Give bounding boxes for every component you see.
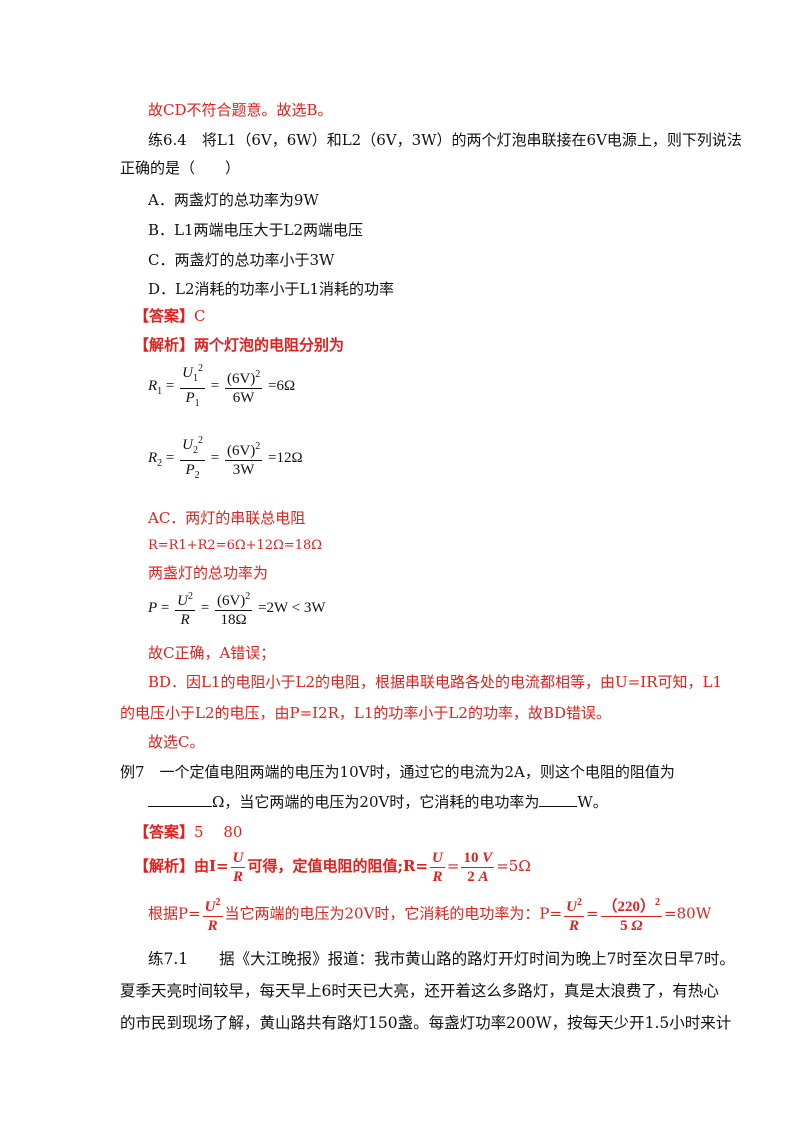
answer-row-7: 【答案】5 80 xyxy=(134,822,242,842)
option-d: D．L2消耗的功率小于L1消耗的功率 xyxy=(148,280,395,298)
bd-analysis-1: BD．因L1的电阻小于L2的电阻，根据串联电路各处的电流都相等，由U=IR可知，… xyxy=(148,673,722,691)
question-7-text: Ω，当它两端的电压为20V时，它消耗的电功率为 xyxy=(212,793,540,811)
answer-tag-7: 【答案】 xyxy=(134,823,195,841)
answer-blank-2 xyxy=(539,790,578,807)
final-choice: 故选C。 xyxy=(148,733,205,751)
question-7-unit: W。 xyxy=(577,793,608,811)
question-6-4-stem: 练6.4 将L1（6V，6W）和L2（6V，3W）的两个灯泡串联接在6V电源上，… xyxy=(148,131,742,149)
analysis-intro: 两个灯泡的电阻分别为 xyxy=(194,336,345,354)
question-7-1-line-1: 练7.1 据《大江晚报》报道：我市黄山路的路灯开灯时间为晚上7时至次日早7时。 xyxy=(148,950,735,968)
analysis-tag: 【解析】 xyxy=(134,336,195,354)
question-7-1-line-3: 的市民到现场了解，黄山路共有路灯150盏。每盏灯功率200W，按每天少开1.5小… xyxy=(120,1014,732,1032)
question-7-1-line-2: 夏季天亮时间较早，每天早上6时天已大亮，还开着这么多路灯，真是太浪费了，有热心 xyxy=(120,982,719,1000)
total-power-intro: 两盏灯的总功率为 xyxy=(148,564,269,582)
bd-analysis-2: 的电压小于L2的电压，由P=I2R，L1的功率小于L2的功率，故BD错误。 xyxy=(120,704,611,722)
answer-blank-1 xyxy=(148,790,212,807)
answer-value-7: 5 80 xyxy=(194,823,243,841)
conclusion-c: 故C正确，A错误； xyxy=(148,644,276,662)
option-c: C．两盏灯的总功率小于3W xyxy=(148,251,335,269)
ac-intro: AC．两灯的串联总电阻 xyxy=(148,509,306,527)
answer-tag: 【答案】 xyxy=(134,307,195,325)
question-7-stem: 例7 一个定值电阻两端的电压为10V时，通过它的电流为2A，则这个电阻的阻值为 xyxy=(120,763,675,781)
question-6-4-stem-cont: 正确的是（ ） xyxy=(120,159,241,177)
analysis-row: 【解析】两个灯泡的电阻分别为 xyxy=(134,335,344,355)
answer-value: C xyxy=(194,307,206,325)
answer-row: 【答案】C xyxy=(134,306,206,326)
previous-conclusion: 故CD不符合题意。故选B。 xyxy=(148,101,333,119)
option-b: B．L1两端电压大于L2两端电压 xyxy=(148,221,364,239)
option-a: A．两盏灯的总功率为9W xyxy=(148,191,319,209)
analysis-tag-7: 【解析】 xyxy=(134,857,195,875)
question-7-stem-cont: Ω，当它两端的电压为20V时，它消耗的电功率为 W。 xyxy=(148,790,608,812)
series-resistance: R=R1+R2=6Ω+12Ω=18Ω xyxy=(148,538,323,553)
